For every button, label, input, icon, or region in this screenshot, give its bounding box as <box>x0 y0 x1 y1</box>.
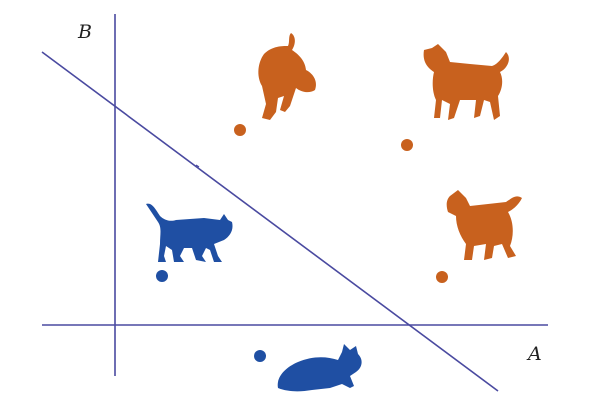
x-axis-label: A <box>526 343 542 365</box>
dog-silhouette-icon <box>423 44 509 120</box>
cat-data-point <box>156 270 168 282</box>
dog-silhouette-icon <box>258 33 316 120</box>
cat-silhouette-icon <box>146 203 233 262</box>
cat-data-point <box>254 350 266 362</box>
decision-boundary-line <box>41 51 499 392</box>
cat-silhouette-icon <box>277 344 362 392</box>
dog-data-point <box>436 271 448 283</box>
boundary-tick <box>195 164 200 168</box>
dog-data-point <box>234 124 246 136</box>
y-axis-label: B <box>77 21 92 43</box>
dog-data-point <box>401 139 413 151</box>
dog-silhouette-icon <box>446 190 522 260</box>
